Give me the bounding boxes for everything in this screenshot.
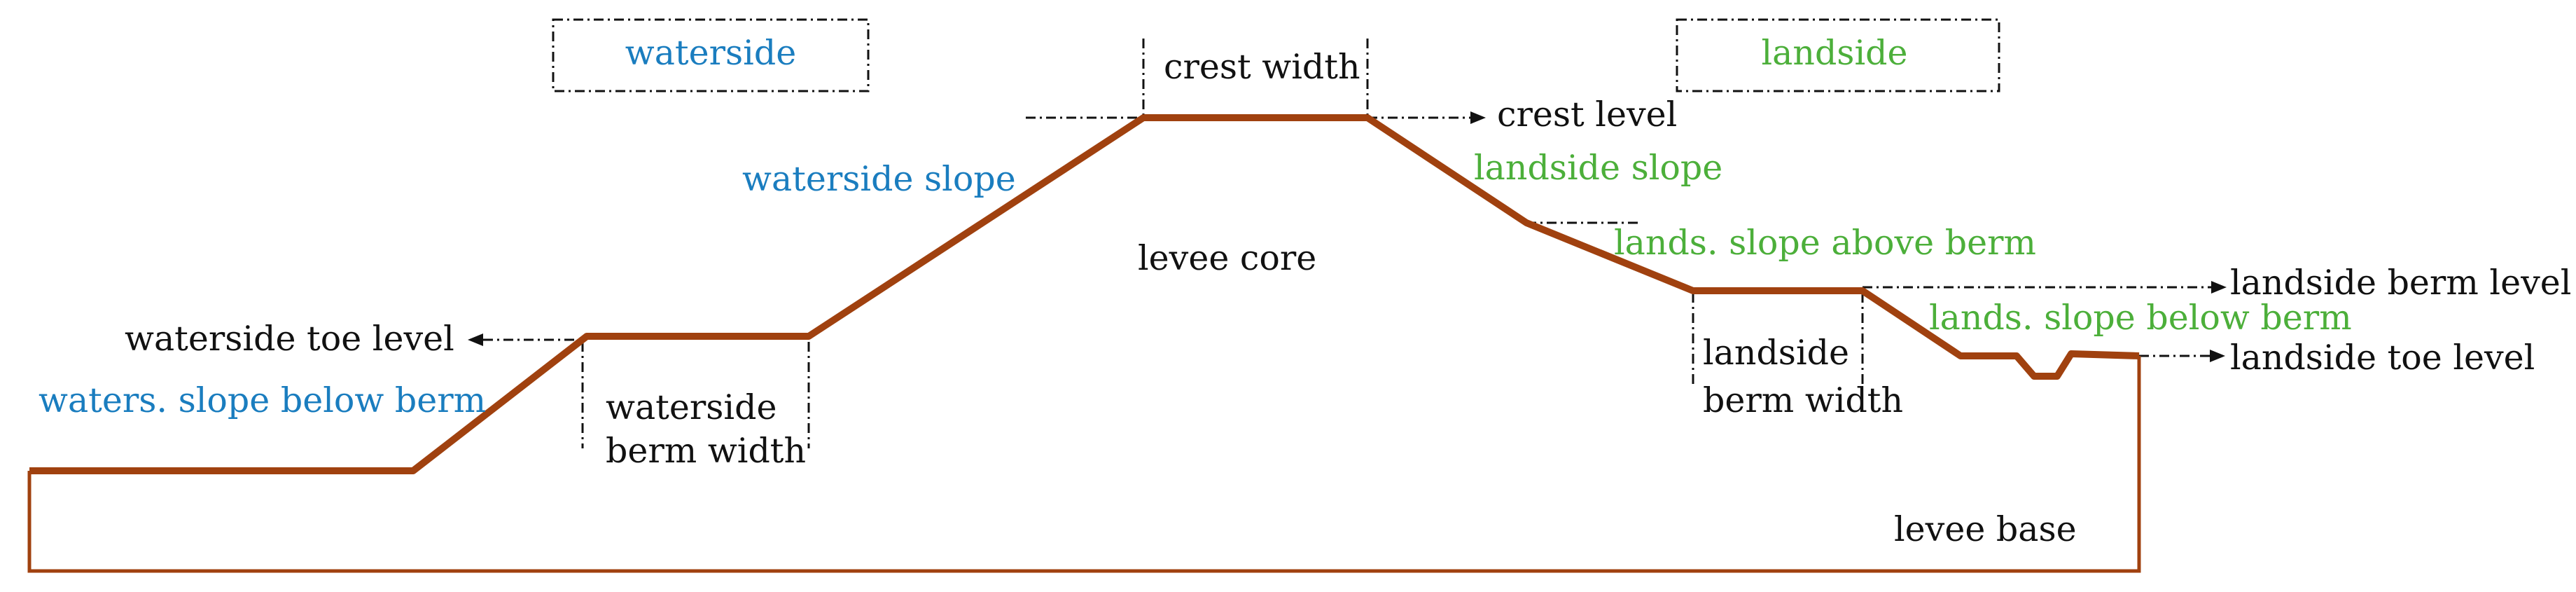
- crest-width-label: crest width: [1164, 47, 1360, 87]
- waters-slope-below-berm-label: waters. slope below berm: [39, 380, 486, 420]
- landside-toe-level-arrowhead: [2210, 350, 2225, 362]
- waterside-box: [552, 18, 870, 92]
- crest-level-arrowhead: [1470, 111, 1486, 124]
- levee-base-label: levee base: [1894, 509, 2077, 549]
- waterside-slope-label: waterside slope: [742, 159, 1016, 199]
- landside-slope-label: landside slope: [1474, 148, 1722, 188]
- levee-base-outline: [27, 356, 2141, 573]
- landside-box: [1676, 18, 2000, 92]
- waterside-toe-level-label: waterside toe level: [125, 319, 454, 359]
- landside-toe-level-label: landside toe level: [2230, 338, 2535, 378]
- lands-slope-above-berm-label: lands. slope above berm: [1614, 223, 2036, 263]
- landside-berm-width-label-line2: berm width: [1703, 380, 1903, 420]
- waterside-berm-width-label-line2: berm width: [606, 431, 806, 471]
- lands-slope-below-berm-label: lands. slope below berm: [1929, 298, 2352, 338]
- landside-berm-level-label: landside berm level: [2230, 263, 2571, 303]
- landside-box-label: landside: [1762, 33, 1908, 73]
- landside-berm-level-arrowhead: [2211, 281, 2227, 294]
- waterside-toe-level-arrowhead: [468, 333, 483, 346]
- waterside-berm-width-label-line1: waterside: [606, 387, 777, 427]
- levee-profile-line: [29, 114, 2140, 474]
- levee-core-label: levee core: [1138, 238, 1316, 278]
- waterside-box-label: waterside: [625, 33, 796, 73]
- landside-berm-width-label-line1: landside: [1703, 333, 1849, 373]
- crest-level-label: crest level: [1497, 95, 1677, 135]
